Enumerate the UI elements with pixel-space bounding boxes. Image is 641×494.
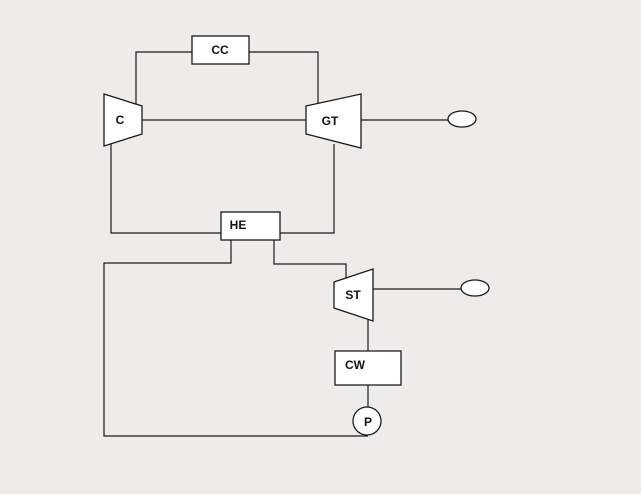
generator-1 <box>447 110 477 128</box>
gas-turbine: GT <box>305 93 362 149</box>
edge-compressor-to-cc <box>135 51 192 106</box>
pump: P <box>352 406 382 436</box>
generator-2 <box>460 279 490 297</box>
connections <box>103 51 462 437</box>
gas-turbine-label: GT <box>322 114 339 128</box>
compressor-label: C <box>116 113 125 127</box>
combustion-chamber-label: CC <box>211 43 229 57</box>
edge-cc-to-gas-turbine <box>249 51 319 106</box>
cooling-water-label: CW <box>345 358 366 372</box>
edge-he-to-steam-turbine <box>273 240 347 278</box>
edge-compressor-to-he <box>110 142 221 234</box>
heat-exchanger-label: HE <box>230 218 247 232</box>
steam-turbine-label: ST <box>345 288 361 302</box>
pump-label: P <box>364 415 372 429</box>
steam-turbine: ST <box>333 268 374 322</box>
combustion-chamber: CC <box>191 35 250 65</box>
heat-exchanger: HE <box>220 211 281 241</box>
compressor: C <box>103 93 143 147</box>
edge-gas-turbine-to-he <box>280 144 335 234</box>
edge-pump-to-he <box>103 240 368 437</box>
cooling-water: CW <box>334 350 402 386</box>
